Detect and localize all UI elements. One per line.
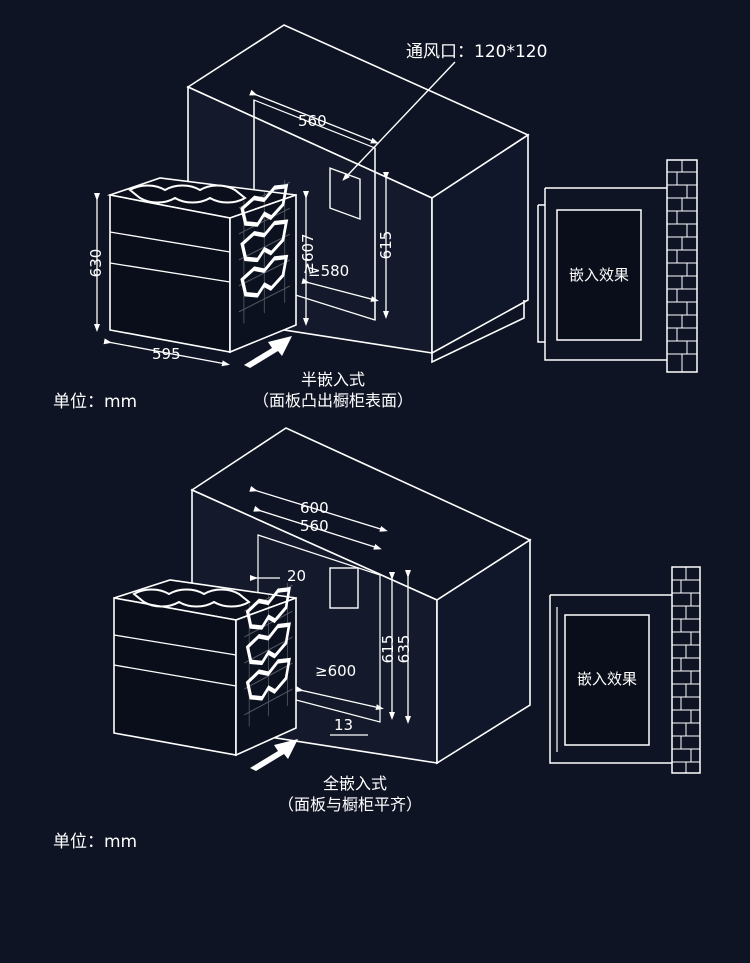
bottom-dim-635-label: 635 — [395, 634, 413, 664]
top-unit-label: 单位：mm — [53, 392, 138, 412]
top-dim-630-label: 630 — [87, 248, 105, 278]
top-dim-595 — [103, 338, 230, 367]
top-dim-595-label: 595 — [152, 345, 181, 363]
bottom-effect-label: 嵌入效果 — [576, 670, 637, 688]
bottom-dim-560 — [253, 505, 382, 550]
top-dim-580 — [301, 278, 379, 302]
bottom-dim-13-label: 13 — [334, 716, 354, 734]
top-vent-leader — [342, 61, 456, 181]
top-vent-label: 通风口：120*120 — [406, 42, 548, 62]
bottom-dim-600-label: 600 — [300, 499, 329, 517]
top-caption-title: 半嵌入式 — [300, 370, 365, 389]
bottom-dim-min600 — [295, 686, 384, 711]
top-insert-arrow — [244, 336, 292, 368]
top-appliance-top-pattern — [128, 184, 247, 204]
top-effect-label: 嵌入效果 — [568, 266, 629, 284]
bottom-vent-opening — [329, 567, 359, 609]
top-effect-view — [537, 159, 698, 373]
top-caption-subtitle: （面板凸出橱柜表面） — [252, 391, 413, 410]
bottom-appliance-top-pattern — [132, 588, 251, 608]
bottom-caption-title: 全嵌入式 — [322, 774, 387, 793]
bottom-unit-label: 单位：mm — [53, 832, 138, 852]
bottom-insert-arrow — [250, 739, 298, 771]
bottom-dim-min600-label: ≥600 — [315, 662, 357, 680]
bottom-effect-view — [549, 566, 701, 774]
top-dim-560-label: 560 — [298, 112, 327, 130]
bottom-dim-20-label: 20 — [287, 567, 307, 585]
bottom-dim-560-label: 560 — [300, 517, 329, 535]
top-appliance — [106, 177, 297, 354]
top-dim-615-label: 615 — [377, 230, 395, 260]
bottom-caption-subtitle: （面板与橱柜平齐） — [277, 795, 422, 814]
top-dim-560 — [249, 89, 379, 144]
top-dim-580-label: ≥580 — [308, 262, 350, 280]
